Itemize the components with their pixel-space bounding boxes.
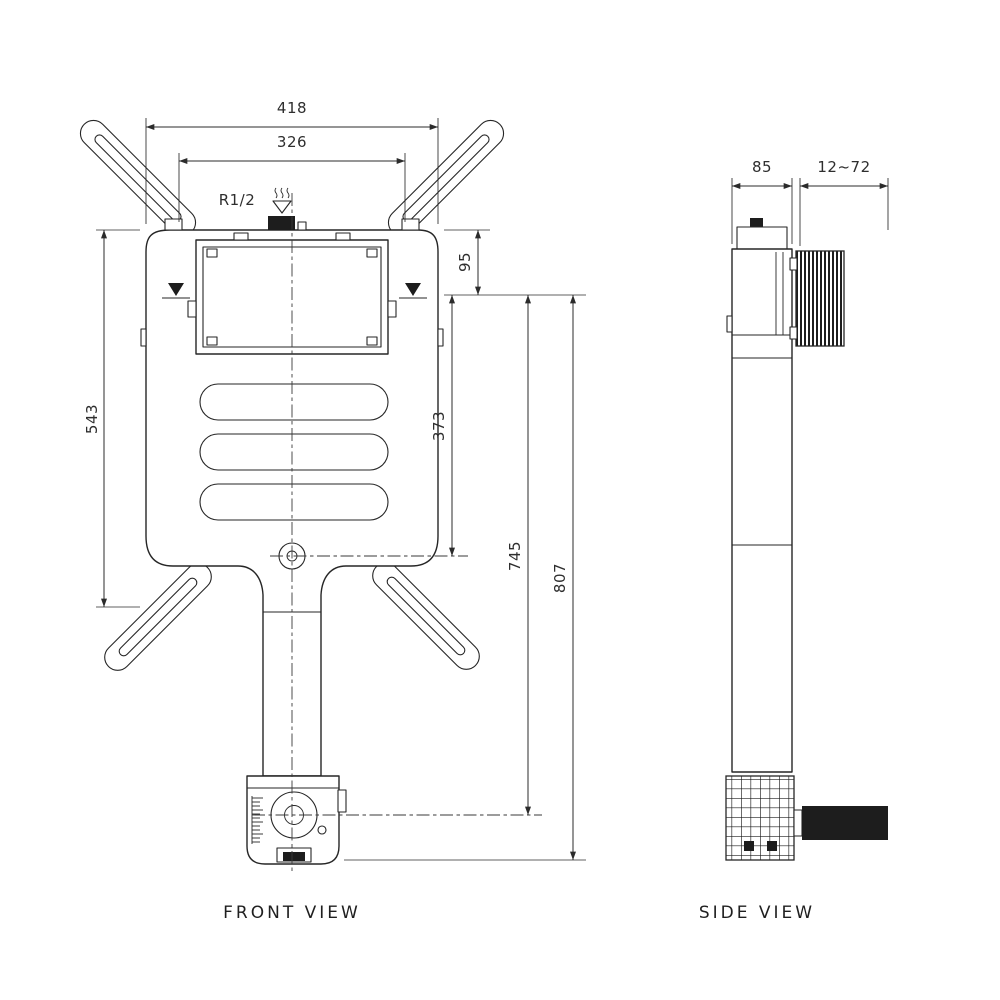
water-level-icon bbox=[168, 283, 184, 296]
dim-panel-adjust-range: 12~72 bbox=[799, 158, 889, 246]
housing-connector bbox=[789, 326, 798, 340]
side-hook-left bbox=[140, 328, 147, 347]
mounting-bracket-bottom-right bbox=[372, 562, 480, 670]
side-clip bbox=[726, 315, 733, 333]
bracket-slot bbox=[402, 134, 490, 222]
dim-overall-width: 418 bbox=[145, 99, 439, 224]
bend-block-cell bbox=[744, 841, 754, 851]
bracket-slot bbox=[386, 576, 466, 656]
front-view: 418 326 R1/2 95 543 bbox=[79, 99, 586, 923]
side-view: 85 12~72 SIDE VIEW bbox=[699, 158, 889, 923]
rib bbox=[199, 383, 389, 421]
water-inlet bbox=[268, 187, 295, 230]
dim-body-height-label: 543 bbox=[83, 404, 101, 434]
dim-body-depth: 85 bbox=[731, 158, 793, 244]
mounting-bracket-top-right bbox=[387, 119, 505, 237]
panel-side-clip bbox=[187, 300, 197, 318]
inlet-symbol-icon bbox=[272, 187, 292, 214]
dim-mounting-width: 326 bbox=[178, 133, 406, 222]
panel-clip bbox=[206, 336, 218, 346]
valve-screw bbox=[317, 825, 327, 835]
panel-tab bbox=[233, 232, 249, 241]
dim-panel-adjust-range-label: 12~72 bbox=[817, 158, 870, 176]
dim-datum-to-outlet: 745 bbox=[506, 295, 531, 815]
centerlines bbox=[252, 193, 542, 872]
dim-datum-to-port-label: 373 bbox=[430, 411, 448, 441]
dim-body-depth-label: 85 bbox=[752, 158, 772, 176]
dim-datum-to-outlet-label: 745 bbox=[506, 541, 524, 571]
dim-top-to-datum-label: 95 bbox=[456, 252, 474, 272]
dim-mounting-width-label: 326 bbox=[277, 133, 307, 151]
mounting-bracket-top-left bbox=[79, 119, 197, 237]
rib bbox=[199, 433, 389, 471]
panel-clip bbox=[206, 248, 218, 258]
panel-clip bbox=[366, 248, 378, 258]
mounting-bracket-bottom-left bbox=[104, 563, 212, 671]
side-hook-right bbox=[437, 328, 444, 347]
flush-button-housing bbox=[795, 250, 845, 347]
water-level-icon bbox=[405, 283, 421, 296]
dim-overall-width-label: 418 bbox=[277, 99, 307, 117]
side-tank-body bbox=[731, 248, 793, 773]
inlet-thread-label: R1/2 bbox=[219, 191, 256, 209]
outlet-pipe bbox=[802, 806, 888, 840]
valve-side-tab bbox=[337, 789, 347, 813]
housing-connector bbox=[789, 257, 798, 271]
inlet-connector bbox=[268, 216, 295, 230]
side-dimensions: 85 12~72 bbox=[731, 158, 889, 246]
front-dimensions: 418 326 R1/2 95 543 bbox=[83, 99, 586, 861]
dim-body-height: 543 bbox=[83, 229, 140, 608]
dim-top-to-datum: 95 bbox=[444, 229, 490, 295]
bracket-mount-tab-right bbox=[401, 218, 420, 231]
outlet-bend-block bbox=[725, 775, 795, 861]
rib bbox=[199, 483, 389, 521]
dim-overall-height-label: 807 bbox=[551, 563, 569, 593]
outlet-valve-assembly bbox=[246, 775, 347, 865]
adjustment-scale-ticks bbox=[251, 796, 263, 844]
outlet-pipe-coupling bbox=[793, 809, 803, 837]
dim-datum-to-port: 373 bbox=[430, 295, 455, 556]
bend-block-cell bbox=[767, 841, 777, 851]
panel-side-clip bbox=[387, 300, 397, 318]
side-tank-lid bbox=[736, 226, 788, 250]
reinforcement-ribs bbox=[199, 383, 389, 521]
side-inlet-connector bbox=[750, 218, 763, 227]
dim-overall-height: 807 bbox=[344, 295, 586, 861]
panel-clip bbox=[366, 336, 378, 346]
outlet-stub-seal bbox=[283, 852, 305, 861]
bracket-slot bbox=[94, 134, 182, 222]
front-view-label: FRONT VIEW bbox=[223, 903, 361, 923]
bracket-mount-tab-left bbox=[164, 218, 183, 231]
side-view-label: SIDE VIEW bbox=[699, 903, 815, 923]
bracket-slot bbox=[118, 577, 198, 657]
panel-tab bbox=[335, 232, 351, 241]
top-nib bbox=[297, 221, 307, 231]
side-body-details bbox=[732, 252, 792, 546]
water-level-markers bbox=[162, 283, 427, 299]
